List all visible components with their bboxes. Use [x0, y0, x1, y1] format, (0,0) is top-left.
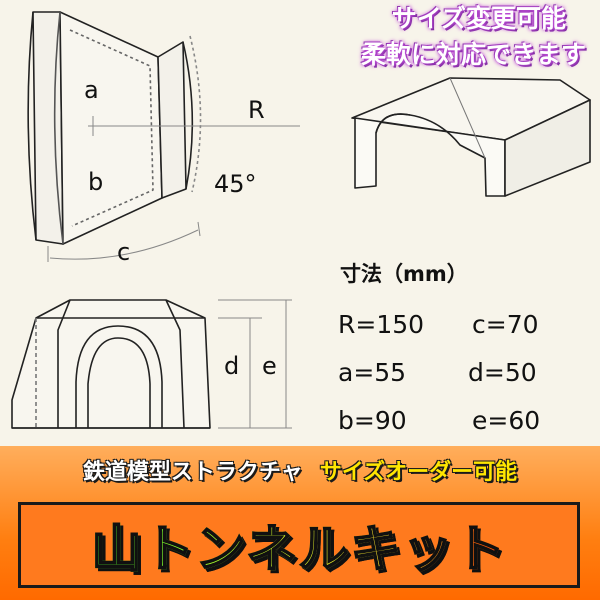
dimension-a: a=55 — [338, 358, 407, 387]
dimension-b: b=90 — [338, 406, 407, 435]
banner-title-box: 山トンネルキット — [18, 502, 580, 588]
label-r: R — [248, 96, 265, 124]
flexible-support-note: 柔軟に対応できます — [360, 40, 586, 69]
tunnel-diagram: a b c R 45° d e — [11, 11, 591, 429]
dimension-r: R=150 — [338, 310, 425, 339]
product-title: 山トンネルキット — [91, 509, 507, 581]
subtitle-size-order: サイズオーダー可能 — [319, 460, 518, 485]
label-e: e — [262, 352, 277, 380]
dimension-c: c=70 — [472, 310, 539, 339]
perspective-view-drawing — [351, 77, 591, 197]
front-view-drawing — [11, 299, 292, 429]
dimension-e: e=60 — [472, 406, 541, 435]
subtitle-model-structure: 鉄道模型ストラクチャ — [82, 460, 303, 485]
label-a: a — [84, 76, 99, 104]
dimensions-title: 寸法（mm） — [340, 262, 468, 286]
label-b: b — [88, 168, 103, 196]
label-angle: 45° — [214, 170, 257, 198]
label-d: d — [224, 352, 239, 380]
dimension-d: d=50 — [468, 358, 537, 387]
top-view-drawing — [27, 11, 300, 262]
product-banner: 鉄道模型ストラクチャ サイズオーダー可能 山トンネルキット — [0, 446, 600, 600]
label-c: c — [117, 238, 130, 266]
banner-subtitle: 鉄道模型ストラクチャ サイズオーダー可能 — [0, 454, 600, 486]
size-change-note: サイズ変更可能 — [391, 4, 566, 33]
